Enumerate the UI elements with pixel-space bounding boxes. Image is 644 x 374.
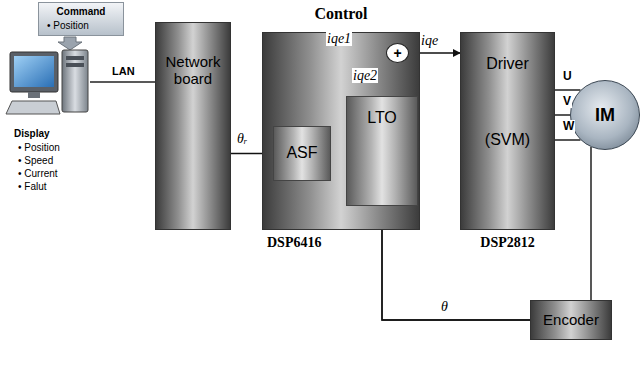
node-heading: Command (39, 6, 123, 18)
asf-block: ASF (273, 126, 331, 181)
drive-bay (66, 63, 84, 67)
signal-label: V (562, 95, 572, 108)
link-label: LAN (112, 65, 135, 78)
motor-label: IM (595, 105, 615, 126)
signal-line (590, 147, 591, 300)
network-board: Network board (155, 22, 231, 230)
box-label: LTO (347, 109, 417, 127)
list-item: • Position (18, 142, 60, 154)
chip-label: DSP2812 (461, 235, 554, 251)
lto-block: LTO (346, 96, 418, 206)
list-item: • Speed (18, 155, 53, 167)
monitor (10, 52, 58, 92)
signal-label: θ (440, 299, 449, 314)
list-item: • Current (18, 168, 58, 180)
signal-label: U (562, 70, 573, 83)
signal-label: iqe (420, 33, 439, 48)
list-item: • Falut (18, 181, 47, 193)
signal-label: θᵣ (236, 131, 248, 146)
encoder-box: Encoder (530, 300, 612, 340)
block-title: Control (263, 5, 419, 23)
monitor-screen (14, 56, 54, 87)
box-label: Network board (156, 53, 230, 88)
induction-motor: IM (570, 80, 640, 150)
chip-label: DSP6416 (267, 235, 321, 251)
monitor-stand (28, 92, 40, 98)
dsp-board: ControlDSP6416ASFLTO+ (262, 32, 420, 230)
signal-line (555, 89, 581, 90)
summing-junction: + (386, 43, 409, 63)
keyboard (6, 101, 60, 114)
box-label: ASF (286, 144, 317, 162)
box-label: (SVM) (461, 131, 554, 149)
sum-sign: + (393, 45, 401, 61)
command-arrow (58, 37, 82, 50)
lan-wire (90, 81, 155, 82)
list-heading: Display (14, 128, 50, 140)
box-label: Driver (461, 55, 554, 73)
list-item: • Position (47, 20, 123, 32)
signal-label: iqe1 (326, 31, 352, 46)
signal-label: W (562, 120, 575, 133)
command-box: Command • Position (38, 2, 124, 36)
signal-line (555, 114, 570, 115)
signal-label: iqe2 (352, 68, 378, 83)
signal-line (555, 139, 581, 140)
drive-bay (66, 56, 84, 60)
pc-tower (62, 50, 88, 112)
driver-board: Driver(SVM)DSP2812 (460, 32, 555, 230)
box-label: Encoder (543, 311, 599, 328)
